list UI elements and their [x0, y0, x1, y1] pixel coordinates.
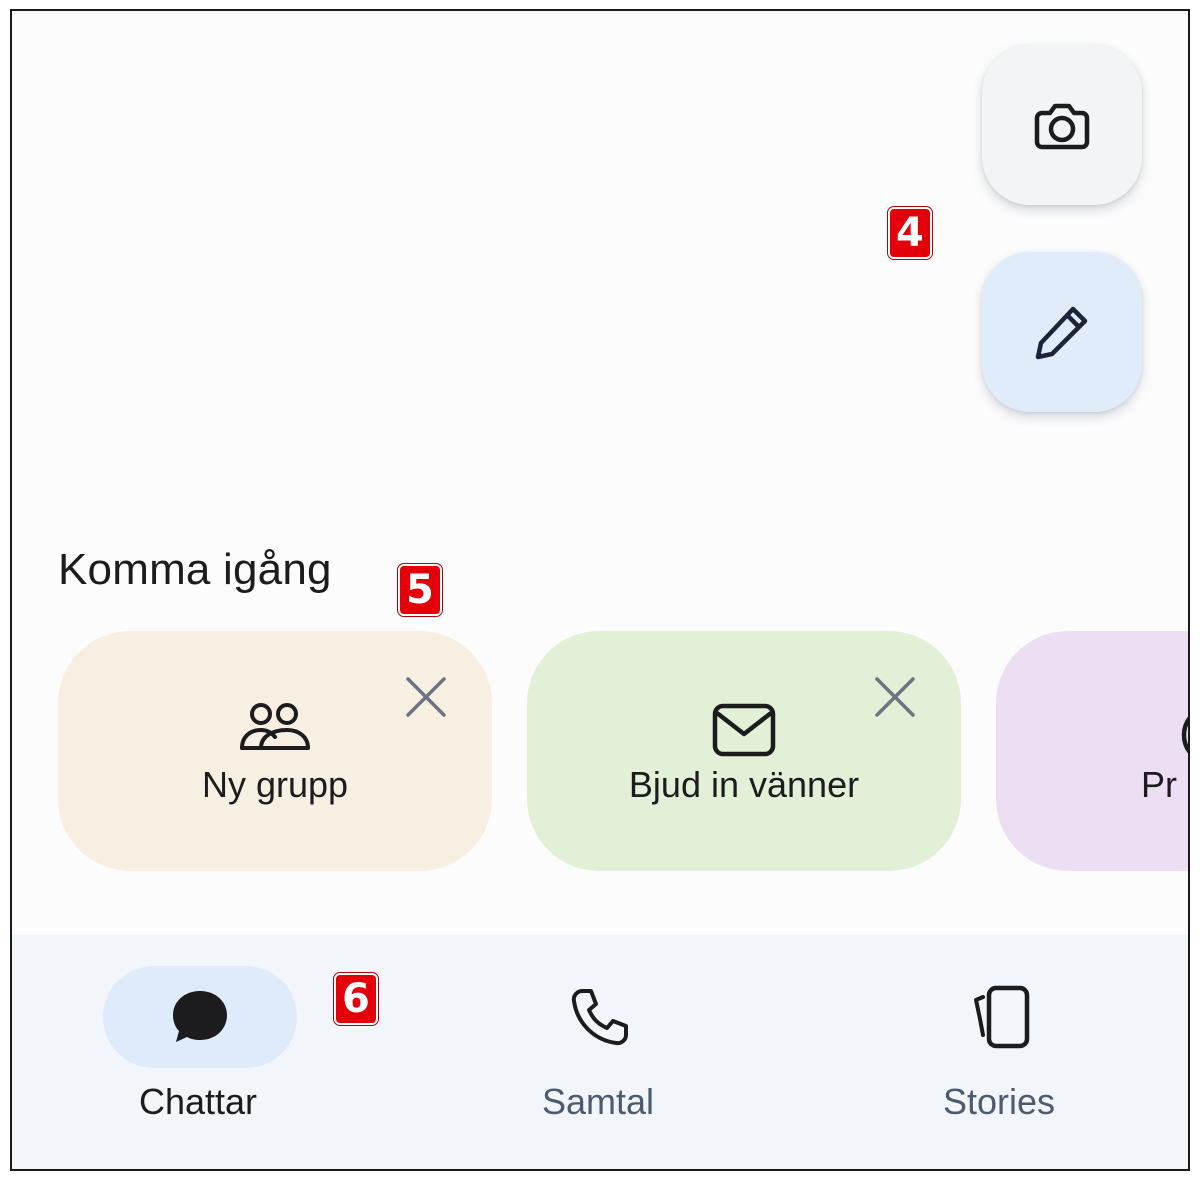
nav-label: Samtal — [541, 1081, 655, 1122]
close-icon[interactable] — [404, 675, 448, 719]
stories-icon — [974, 985, 1030, 1049]
card-new-group[interactable]: Ny grupp — [58, 631, 492, 871]
nav-item-calls[interactable]: Samtal — [448, 935, 748, 1169]
mail-icon — [712, 703, 776, 757]
phone-icon — [571, 989, 628, 1046]
compose-button[interactable] — [982, 252, 1142, 412]
bottom-navigation: Chattar Samtal Stories — [12, 935, 1188, 1169]
card-invite-friends[interactable]: Bjud in vänner — [527, 631, 961, 871]
nav-item-stories[interactable]: Stories — [849, 935, 1149, 1169]
group-icon — [240, 703, 310, 750]
annotation-marker: 5 — [398, 564, 442, 616]
onboarding-cards: Ny grupp Bjud in vänner Pr — [58, 631, 1188, 871]
section-title: Komma igång — [58, 545, 332, 594]
profile-icon — [1181, 716, 1188, 754]
chat-bubble-icon — [173, 991, 227, 1042]
app-screen: 4 Komma igång 5 Ny grupp — [10, 9, 1190, 1171]
card-label: Bjud in vänner — [628, 764, 860, 805]
card-label: Ny grupp — [201, 764, 349, 805]
nav-label: Chattar — [138, 1081, 258, 1122]
close-icon[interactable] — [873, 675, 917, 719]
nav-item-chats[interactable]: Chattar — [48, 935, 348, 1169]
pencil-icon — [1035, 306, 1088, 360]
annotation-marker: 4 — [888, 207, 932, 259]
nav-label: Stories — [942, 1081, 1056, 1122]
camera-icon — [1034, 103, 1090, 150]
annotation-marker: 6 — [334, 973, 378, 1025]
camera-button[interactable] — [982, 45, 1142, 205]
card-label: Pr — [1141, 764, 1177, 805]
card-profile[interactable]: Pr — [996, 631, 1188, 871]
